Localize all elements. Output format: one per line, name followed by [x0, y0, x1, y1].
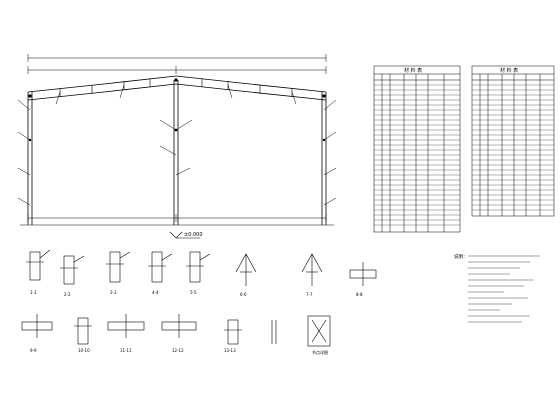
svg-text:7-7: 7-7 [306, 292, 313, 297]
svg-text:12-12: 12-12 [172, 348, 184, 353]
svg-text:9-9: 9-9 [30, 348, 37, 353]
detail-9-9 [21, 314, 53, 338]
right-rafter [175, 75, 327, 93]
detail-6-6 [235, 253, 257, 286]
frame-leader-lines [17, 84, 337, 206]
elevation-label: ±0.000 [184, 232, 203, 238]
svg-text:节点详图: 节点详图 [312, 349, 328, 355]
svg-text:1-1: 1-1 [30, 290, 37, 295]
detail-13-13 [224, 319, 242, 345]
section-details-row2 [21, 314, 331, 347]
table-row-lines [374, 84, 554, 226]
section-labels-row2: 9-9 10-10 11-11 12-12 13-13 节点详图 [30, 348, 328, 355]
detail-12-12 [161, 314, 197, 338]
table-right-title: 材 料 表 [500, 67, 518, 74]
svg-text:3-3: 3-3 [110, 290, 117, 295]
notes-block: 说明： [454, 253, 540, 323]
left-rafter [27, 75, 177, 93]
material-table-left [373, 65, 461, 233]
frame-detail-marks [28, 78, 326, 142]
svg-text:4-4: 4-4 [152, 290, 159, 295]
svg-text:8-8: 8-8 [356, 292, 363, 297]
detail-node [307, 315, 331, 347]
portal-frame-elevation: ±0.000 [17, 54, 337, 239]
detail-2-2 [60, 255, 85, 285]
detail-1-1 [26, 249, 51, 281]
material-table-right [471, 65, 555, 217]
elevation-symbol [169, 231, 200, 239]
table-left-title: 材 料 表 [404, 67, 422, 74]
detail-10-10 [74, 317, 92, 345]
detail-5-5 [186, 251, 211, 283]
svg-text:11-11: 11-11 [120, 348, 132, 353]
svg-text:13-13: 13-13 [224, 348, 236, 353]
detail-11-11 [107, 314, 145, 338]
detail-7-7 [301, 253, 323, 286]
svg-text:10-10: 10-10 [78, 348, 90, 353]
svg-text:2-2: 2-2 [64, 292, 71, 297]
svg-text:5-5: 5-5 [190, 290, 197, 295]
section-details-row1 [26, 249, 377, 286]
detail-4-4 [148, 251, 173, 283]
detail-8-8 [349, 262, 377, 286]
notes-label: 说明： [454, 253, 468, 260]
detail-small [271, 320, 277, 344]
detail-3-3 [106, 251, 131, 283]
svg-text:6-6: 6-6 [240, 292, 247, 297]
section-labels-row1: 1-1 2-2 3-3 4-4 5-5 6-6 7-7 8-8 [30, 290, 363, 297]
